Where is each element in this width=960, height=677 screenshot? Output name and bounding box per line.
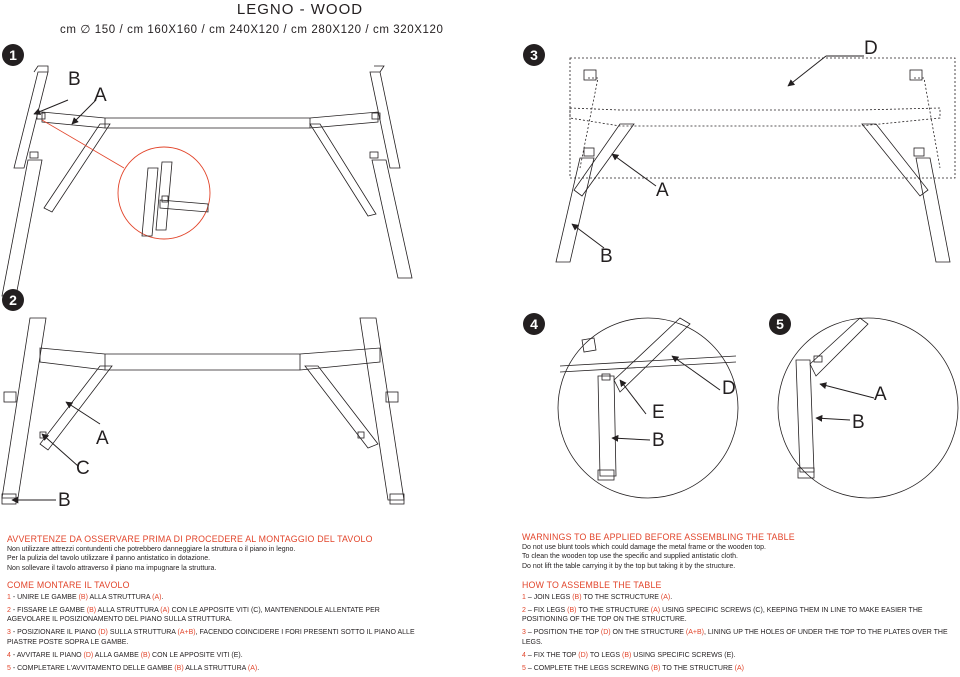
step-number-3: 3 (523, 44, 545, 66)
step-number-1: 1 (2, 44, 24, 66)
label-E: E (652, 402, 665, 423)
instruction-step: 1 – JOIN LEGS (B) TO THE SCTRUCTURE (A). (522, 594, 673, 601)
warning-line: Do not use blunt tools which could damag… (522, 544, 766, 551)
warning-line: Per la pulizia del tavolo utilizzare il … (7, 555, 211, 563)
label-B: B (852, 412, 865, 433)
warnings-it-heading: AVVERTENZE DA OSSERVARE PRIMA DI PROCEDE… (7, 534, 373, 544)
page-title: LEGNO - WOOD (236, 1, 364, 18)
svg-text:1: 1 (9, 47, 17, 63)
how-it-heading: COME MONTARE IL TAVOLO (7, 580, 130, 590)
step4-drawing (559, 317, 737, 481)
label-D: D (864, 38, 878, 59)
how-it: COME MONTARE IL TAVOLO 1 - UNIRE LE GAMB… (7, 580, 417, 677)
instruction-step: 5 - COMPLETARE L'AVVITAMENTO DELLE GAMBE… (7, 664, 260, 672)
label-A: A (96, 428, 109, 449)
step1-drawing (1, 65, 413, 297)
svg-text:3: 3 (530, 47, 538, 63)
how-en: HOW TO ASSEMBLE THE TABLE 1 – JOIN LEGS … (522, 580, 952, 677)
size-list: cm ∅ 150 / cm 160X160 / cm 240X120 / cm … (60, 24, 444, 36)
step-number-4: 4 (523, 313, 545, 335)
instruction-step: 4 – FIX THE TOP (D) TO LEGS (B) USING SP… (522, 651, 736, 659)
label-B: B (600, 246, 613, 267)
instruction-step: 5 – COMPLETE THE LEGS SCREWING (B) TO TH… (522, 664, 745, 672)
warning-line: Do not lift the table carrying it by the… (522, 562, 736, 570)
instruction-step: 1 - UNIRE LE GAMBE (B) ALLA STRUTTURA (A… (7, 594, 164, 601)
instruction-step: 3 - POSIZIONARE IL PIANO (D) SULLA STRUT… (7, 629, 415, 646)
step2-drawing (1, 317, 405, 505)
warnings-en: WARNINGS TO BE APPLIED BEFORE ASSEMBLING… (522, 532, 952, 571)
instruction-step: 4 - AVVITARE IL PIANO (D) ALLA GAMBE (B)… (7, 651, 243, 659)
label-A: A (656, 180, 669, 201)
svg-text:2: 2 (9, 292, 17, 308)
label-B: B (58, 490, 71, 511)
label-B: B (68, 69, 81, 90)
svg-text:4: 4 (530, 316, 538, 332)
label-C: C (76, 458, 90, 479)
warning-line: To clean the wooden top use the specific… (522, 553, 738, 561)
warning-line: Non sollevare il tavolo attraverso il pi… (7, 564, 217, 572)
step-number-2: 2 (2, 289, 24, 311)
svg-text:5: 5 (776, 316, 784, 332)
instruction-step: 2 - FISSARE LE GAMBE (B) ALLA STRUTTURA … (7, 607, 380, 624)
warning-line: Non utilizzare attrezzi contundenti che … (7, 546, 296, 553)
instruction-step: 3 – POSITION THE TOP (D) ON THE STRUCTUR… (522, 629, 948, 646)
assembly-drawings: B A A C B D A B (1, 38, 959, 511)
step3-drawing (555, 57, 956, 263)
label-A: A (94, 85, 107, 106)
warnings-en-heading: WARNINGS TO BE APPLIED BEFORE ASSEMBLING… (522, 532, 795, 542)
label-A: A (874, 384, 887, 405)
step5-drawing (795, 317, 869, 479)
label-D: D (722, 378, 736, 399)
step-number-5: 5 (769, 313, 791, 335)
how-en-heading: HOW TO ASSEMBLE THE TABLE (522, 580, 662, 590)
instruction-step: 2 – FIX LEGS (B) TO THE STRUCTURE (A) US… (522, 607, 923, 624)
label-B: B (652, 430, 665, 451)
warnings-it: AVVERTENZE DA OSSERVARE PRIMA DI PROCEDE… (7, 534, 477, 573)
